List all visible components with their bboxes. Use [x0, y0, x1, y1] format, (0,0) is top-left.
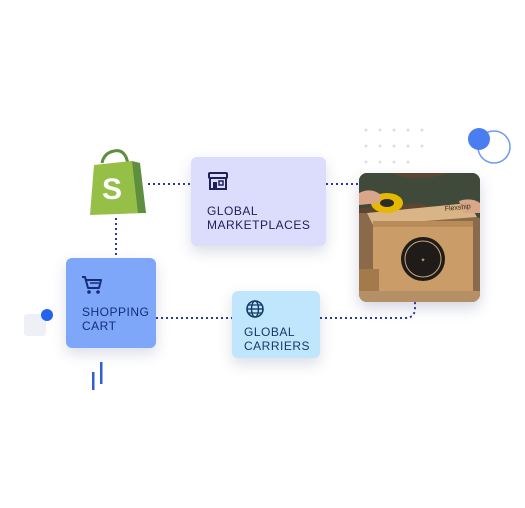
globe-icon [246, 300, 264, 318]
storefront-icon [208, 172, 228, 190]
shopping-cart-node: SHOPPING CART [66, 258, 156, 348]
photo-box-brand: Flexship [444, 203, 471, 213]
global-marketplaces-node: GLOBAL MARKETPLACES [191, 157, 326, 246]
shopify-bag-logo: S [90, 149, 146, 215]
global-carriers-label: GLOBAL CARRIERS [244, 325, 311, 353]
shopping-cart-icon [82, 276, 102, 294]
svg-text:✦: ✦ [420, 257, 425, 264]
edge-carriers-photo [320, 302, 416, 319]
dot-grid-decoration [364, 128, 424, 164]
vertical-bars-decoration [92, 362, 103, 390]
person-taping-box-illustration: ✦ Flexship [359, 173, 480, 302]
packing-box-photo: ✦ Flexship [359, 173, 480, 302]
square-dot-decoration [24, 309, 53, 336]
overlapping-circles-decoration [468, 128, 511, 164]
shopping-cart-label: SHOPPING CART [82, 305, 150, 333]
svg-text:S: S [102, 173, 122, 206]
global-carriers-node: GLOBAL CARRIERS [232, 291, 320, 358]
global-marketplaces-label: GLOBAL MARKETPLACES [207, 204, 311, 232]
